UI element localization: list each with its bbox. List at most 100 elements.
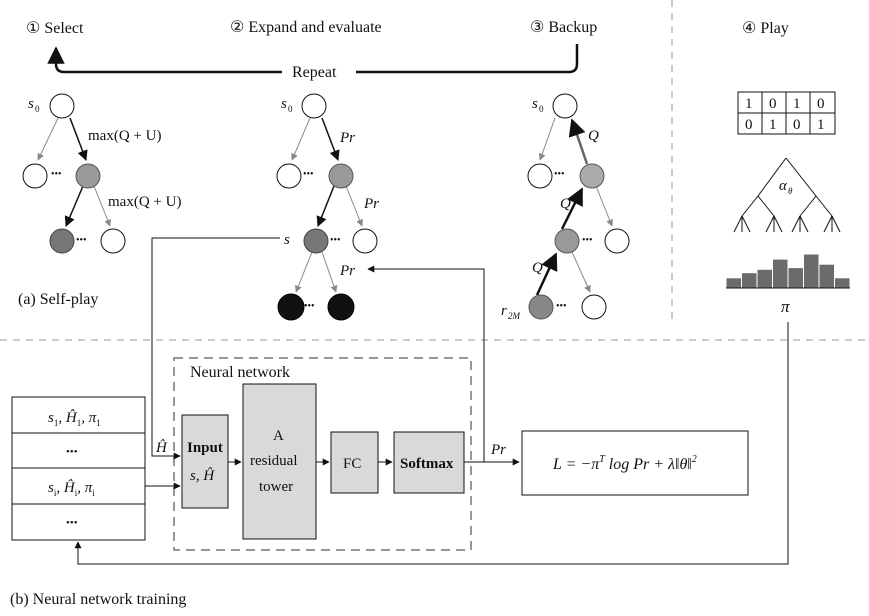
histogram-bar	[787, 267, 804, 289]
svg-text:s, Ĥ: s, Ĥ	[190, 467, 215, 484]
pr-feedback-arrow	[367, 265, 485, 462]
backup-tree: ••• ••• ••• s 0 Q Q Q r 2M	[501, 93, 630, 321]
step-play: ④ Play	[742, 20, 789, 37]
repeat-label: Repeat	[292, 64, 337, 81]
svg-text:s: s	[532, 96, 538, 112]
svg-text:FC: FC	[343, 456, 361, 472]
svg-text:1: 1	[745, 96, 753, 112]
tree-node	[277, 293, 305, 321]
select-tree: ••• ••• s 0 max(Q + U) max(Q + U)	[22, 93, 181, 254]
neural-network: Neural network Input s, Ĥ A residual tow…	[173, 357, 472, 551]
tree-node	[527, 163, 553, 189]
svg-text:0: 0	[769, 96, 777, 112]
policy-tree	[733, 157, 841, 233]
tree-node	[301, 93, 327, 119]
board-grid: 1 0 1 0 0 1 0 1	[737, 91, 836, 135]
svg-text:•••: •••	[304, 301, 315, 312]
svg-text:Pr: Pr	[490, 442, 506, 458]
tree-node	[276, 163, 302, 189]
svg-text:Q: Q	[588, 128, 599, 144]
svg-text:si, Ĥi, πi: si, Ĥi, πi	[48, 479, 95, 498]
tree-node	[579, 163, 605, 189]
svg-text:2M: 2M	[508, 311, 521, 321]
step-select: ① Select	[26, 20, 84, 37]
tree-node	[75, 163, 101, 189]
svg-text:Q: Q	[532, 260, 543, 276]
repeat-arrow	[56, 44, 579, 74]
svg-text:Q: Q	[560, 196, 571, 212]
policy-histogram	[725, 253, 851, 289]
svg-text:s1, Ĥ1, π1: s1, Ĥ1, π1	[48, 409, 101, 428]
tree-node	[100, 228, 126, 254]
histogram-bar	[818, 263, 835, 289]
tree-node	[604, 228, 630, 254]
tree-node	[552, 93, 578, 119]
svg-text:r: r	[501, 303, 507, 319]
histogram-bar	[756, 268, 773, 289]
svg-text:1: 1	[817, 117, 825, 133]
svg-text:Pr: Pr	[339, 263, 355, 279]
tree-node	[554, 228, 580, 254]
svg-text:•••: •••	[582, 235, 593, 246]
svg-text:s: s	[28, 96, 34, 112]
step-expand: ② Expand and evaluate	[230, 19, 382, 36]
svg-text:•••: •••	[66, 446, 78, 458]
node-s-label: s	[284, 232, 290, 248]
max-qu-label: max(Q + U)	[88, 128, 161, 144]
play-panel: 1 0 1 0 0 1 0 1 α θ π	[725, 91, 851, 316]
svg-text:A: A	[273, 428, 284, 444]
pi-target-arrow	[74, 322, 789, 565]
replay-buffer: s1, Ĥ1, π1 ••• si, Ĥi, πi •••	[11, 396, 146, 541]
svg-text:1: 1	[793, 96, 801, 112]
svg-text:Pr: Pr	[363, 196, 379, 212]
svg-text:Input: Input	[187, 440, 223, 456]
tree-node	[303, 228, 329, 254]
max-qu-label: max(Q + U)	[108, 194, 181, 210]
svg-text:•••: •••	[554, 169, 565, 180]
histogram-bar	[834, 277, 851, 289]
expand-tree: ••• ••• ••• s 0 Pr Pr Pr s	[276, 93, 379, 321]
caption-training: (b) Neural network training	[10, 591, 186, 608]
svg-text:residual: residual	[250, 453, 297, 469]
svg-text:1: 1	[769, 117, 777, 133]
svg-text:0: 0	[288, 104, 293, 114]
svg-text:•••: •••	[76, 235, 87, 246]
softmax-block	[393, 431, 465, 494]
pi-label: π	[781, 297, 790, 316]
svg-text:•••: •••	[66, 517, 78, 529]
histogram-bar	[741, 272, 758, 289]
svg-text:0: 0	[793, 117, 801, 133]
svg-text:L = −πT log Pr + λ‖θ‖2: L = −πT log Pr + λ‖θ‖2	[552, 454, 697, 473]
svg-text:•••: •••	[556, 301, 567, 312]
svg-text:α: α	[779, 178, 788, 194]
svg-text:Pr: Pr	[339, 130, 355, 146]
svg-text:•••: •••	[303, 169, 314, 180]
input-block	[181, 414, 229, 509]
caption-self-play: (a) Self-play	[18, 291, 98, 308]
tree-node	[49, 228, 75, 254]
tree-node	[581, 294, 607, 320]
tree-node	[327, 293, 355, 321]
svg-text:s: s	[281, 96, 287, 112]
svg-text:Neural network: Neural network	[190, 364, 290, 381]
tree-node	[528, 294, 554, 320]
tree-node	[352, 228, 378, 254]
histogram-bar	[725, 277, 742, 289]
svg-text:θ: θ	[788, 186, 793, 196]
svg-text:0: 0	[539, 104, 544, 114]
tree-node	[22, 163, 48, 189]
state-input-arrow	[151, 237, 280, 460]
step-backup: ③ Backup	[530, 19, 597, 36]
histogram-bar	[803, 253, 820, 289]
svg-text:0: 0	[817, 96, 825, 112]
loss-box: L = −πT log Pr + λ‖θ‖2	[521, 430, 749, 496]
svg-text:0: 0	[35, 104, 40, 114]
histogram-bar	[772, 258, 789, 289]
svg-text:Ĥ: Ĥ	[155, 439, 168, 456]
svg-text:0: 0	[745, 117, 753, 133]
tree-node	[49, 93, 75, 119]
svg-text:tower: tower	[259, 479, 293, 495]
svg-text:Softmax: Softmax	[400, 456, 454, 472]
svg-text:•••: •••	[51, 169, 62, 180]
